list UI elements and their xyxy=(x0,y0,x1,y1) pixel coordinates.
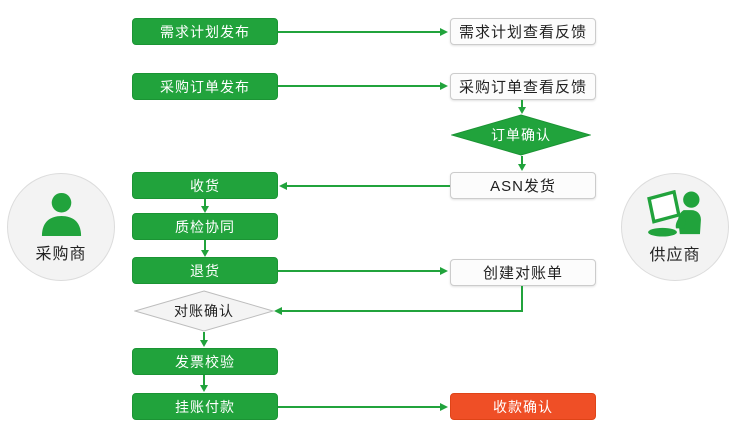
supplier-person-laptop-icon xyxy=(647,189,701,237)
connector-confirm-asn-arrowhead xyxy=(518,164,526,171)
connector-payment-receipt-line xyxy=(278,406,441,408)
decision-order-confirm: 订单确认 xyxy=(451,114,591,156)
diamond-shape xyxy=(134,290,274,332)
decision-statement-confirm: 对账确认 xyxy=(134,290,274,332)
actor-supplier: 供应商 xyxy=(621,173,729,281)
node-create-statement: 创建对账单 xyxy=(450,259,596,286)
connector-demandplan-line xyxy=(278,31,441,33)
node-demand-plan-publish: 需求计划发布 xyxy=(132,18,278,45)
node-pending-payment: 挂账付款 xyxy=(132,393,278,420)
connector-payment-receipt-arrowhead xyxy=(440,403,448,411)
connector-statement-confirm-hline xyxy=(282,310,523,312)
node-receive: 收货 xyxy=(132,172,278,199)
connector-confirm-invoice-line xyxy=(203,332,205,340)
node-po-publish: 采购订单发布 xyxy=(132,73,278,100)
node-receipt-confirm: 收款确认 xyxy=(450,393,596,420)
connector-confirm-invoice-arrowhead xyxy=(200,340,208,347)
node-demand-plan-feedback: 需求计划查看反馈 xyxy=(450,18,596,45)
connector-po-arrowhead xyxy=(440,82,448,90)
connector-quality-return-line xyxy=(204,240,206,250)
connector-feedback-confirm-line xyxy=(521,100,523,108)
connector-asn-receive-arrowhead xyxy=(279,182,287,190)
connector-demandplan-arrowhead xyxy=(440,28,448,36)
actor-supplier-label: 供应商 xyxy=(649,246,701,264)
buyer-person-icon xyxy=(41,192,81,237)
node-po-feedback: 采购订单查看反馈 xyxy=(450,73,596,100)
connector-asn-receive-line xyxy=(286,185,450,187)
connector-confirm-asn-line xyxy=(521,156,523,165)
node-quality-collab: 质检协同 xyxy=(132,213,278,240)
connector-po-line xyxy=(278,85,441,87)
connector-feedback-confirm-arrowhead xyxy=(518,107,526,114)
decision-statement-confirm-label: 对账确认 xyxy=(174,303,234,319)
actor-buyer-label: 采购商 xyxy=(35,246,87,263)
actor-buyer: 采购商 xyxy=(7,173,115,281)
connector-invoice-payment-arrowhead xyxy=(200,385,208,392)
connector-statement-confirm-vline xyxy=(521,286,523,312)
connector-quality-return-arrowhead xyxy=(201,250,209,257)
connector-invoice-payment-line xyxy=(203,375,205,385)
connector-return-statement-line xyxy=(278,270,441,272)
connector-statement-confirm-arrowhead xyxy=(274,307,282,315)
node-asn-ship: ASN发货 xyxy=(450,172,596,199)
connector-return-statement-arrowhead xyxy=(440,267,448,275)
node-invoice-check: 发票校验 xyxy=(132,348,278,375)
diamond-shape xyxy=(451,114,591,156)
decision-order-confirm-label: 订单确认 xyxy=(491,127,551,143)
connector-receive-quality-line xyxy=(204,199,206,206)
connector-receive-quality-arrowhead xyxy=(201,206,209,213)
node-return-goods: 退货 xyxy=(132,257,278,284)
